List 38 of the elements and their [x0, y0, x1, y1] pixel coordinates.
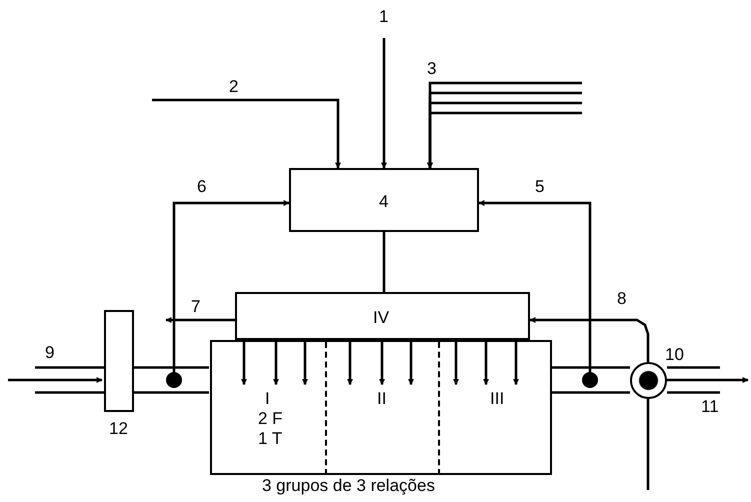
node-text: 2 F	[258, 410, 283, 428]
line	[382, 232, 386, 292]
pipe	[132, 366, 210, 394]
arrow	[667, 377, 749, 383]
block-box	[235, 292, 530, 340]
pipe	[34, 366, 106, 394]
arrow	[513, 340, 519, 386]
arrow	[478, 200, 592, 372]
node-text: III	[490, 390, 504, 408]
node-text: 10	[665, 346, 684, 364]
arrow	[172, 200, 290, 372]
arrow	[302, 340, 308, 386]
arrow	[241, 340, 247, 386]
arrow	[381, 38, 387, 169]
sensor-dot	[166, 372, 182, 388]
arrow	[347, 340, 353, 386]
caption-text: 3 grupos de 3 relações	[262, 477, 435, 495]
node-text: I	[265, 390, 270, 408]
pipe	[550, 366, 632, 394]
arrow	[379, 340, 385, 386]
line	[646, 399, 650, 490]
arrow	[8, 377, 103, 383]
node-text: 1 T	[258, 430, 282, 448]
arrow	[273, 340, 279, 386]
block-box	[289, 168, 479, 232]
pipe	[666, 366, 722, 394]
arrow	[483, 340, 489, 386]
arrow	[408, 340, 414, 386]
arrow	[152, 98, 341, 169]
process-box	[210, 340, 552, 475]
arrow	[453, 340, 459, 386]
node-text: 12	[109, 420, 128, 438]
node-text: 4	[379, 193, 388, 211]
arrow	[165, 317, 235, 323]
node-text: II	[377, 390, 386, 408]
sensor-dot	[582, 372, 598, 388]
node-text: IV	[373, 309, 390, 327]
arrow	[529, 317, 650, 362]
